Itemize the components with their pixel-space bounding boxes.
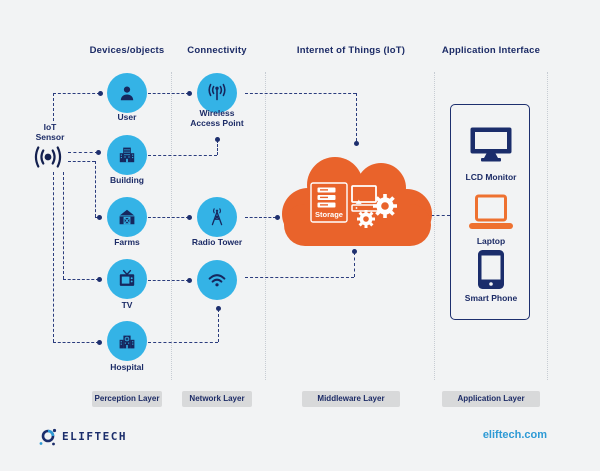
smart-phone-icon bbox=[478, 250, 504, 289]
connector bbox=[148, 280, 189, 281]
application-interface-panel bbox=[450, 104, 530, 320]
laptop-label: Laptop bbox=[476, 236, 506, 246]
lcd-monitor-icon bbox=[470, 127, 512, 162]
header-iot: Internet of Things (IoT) bbox=[296, 45, 406, 56]
connector-dot bbox=[214, 136, 220, 142]
iot-cloud: Storage bbox=[282, 157, 432, 246]
header-connectivity: Connectivity bbox=[187, 45, 247, 56]
connector bbox=[53, 172, 54, 342]
layer-badge-application: Application Layer bbox=[442, 391, 540, 407]
hospital-icon bbox=[119, 335, 135, 349]
connector bbox=[63, 279, 99, 280]
gear-icon-small bbox=[357, 210, 375, 228]
connector bbox=[148, 217, 189, 218]
connector bbox=[245, 93, 356, 94]
connector bbox=[68, 161, 95, 162]
column-separator bbox=[265, 72, 266, 380]
header-application: Application Interface bbox=[441, 45, 541, 56]
connector bbox=[217, 140, 218, 155]
connector-dot bbox=[96, 339, 102, 345]
device-hospital-label: Hospital bbox=[110, 362, 144, 372]
connector bbox=[63, 172, 64, 279]
radio-tower-icon bbox=[211, 208, 223, 226]
storage-label: Storage bbox=[315, 210, 343, 219]
tv-icon bbox=[119, 269, 135, 286]
connector bbox=[68, 152, 98, 153]
device-farms bbox=[107, 197, 147, 237]
eliftech-brand: ELIFTECH bbox=[62, 430, 127, 443]
device-building bbox=[107, 135, 147, 175]
column-separator bbox=[547, 72, 548, 380]
connector bbox=[53, 93, 100, 94]
layer-badge-perception: Perception Layer bbox=[92, 391, 162, 407]
radio-tower-label: Radio Tower bbox=[191, 237, 243, 247]
connector-dot bbox=[95, 149, 101, 155]
connector bbox=[148, 342, 218, 343]
storage-icon: Storage bbox=[310, 182, 348, 223]
layer-badge-middleware: Middleware Layer bbox=[302, 391, 400, 407]
iot-sensor-icon bbox=[34, 146, 62, 168]
eliftech-logo-icon bbox=[39, 428, 57, 446]
connector bbox=[218, 309, 219, 342]
building-icon bbox=[119, 147, 135, 163]
connector bbox=[245, 217, 276, 218]
connector-dot bbox=[97, 90, 103, 96]
connector-dot bbox=[186, 90, 192, 96]
connector-dot bbox=[215, 305, 221, 311]
connector bbox=[53, 93, 54, 121]
eliftech-website-link[interactable]: eliftech.com bbox=[482, 429, 547, 441]
connector bbox=[148, 93, 189, 94]
connector bbox=[245, 277, 354, 278]
connector bbox=[354, 252, 355, 277]
gear-icon-large bbox=[373, 194, 397, 218]
device-tv-label: TV bbox=[121, 300, 133, 310]
connectivity-wifi bbox=[197, 260, 237, 300]
device-building-label: Building bbox=[110, 175, 144, 185]
connector-dot bbox=[186, 214, 192, 220]
device-farms-label: Farms bbox=[114, 237, 140, 247]
connector bbox=[356, 93, 357, 141]
wireless-access-point-icon bbox=[208, 83, 226, 101]
layer-badge-network: Network Layer bbox=[182, 391, 252, 407]
barn-icon bbox=[119, 209, 135, 225]
column-separator bbox=[171, 72, 172, 380]
connectivity-radio-tower bbox=[197, 197, 237, 237]
column-separator bbox=[434, 72, 435, 380]
device-user-label: User bbox=[117, 112, 137, 122]
user-icon bbox=[120, 86, 134, 101]
device-hospital bbox=[107, 321, 147, 361]
connectivity-wireless-access-point bbox=[197, 73, 237, 113]
connector bbox=[95, 161, 96, 217]
connector-dot bbox=[274, 214, 280, 220]
connector-dot bbox=[353, 140, 359, 146]
connector-dot bbox=[96, 214, 102, 220]
connector bbox=[53, 342, 99, 343]
connector-dot bbox=[186, 277, 192, 283]
laptop-icon bbox=[469, 194, 513, 229]
device-tv bbox=[107, 259, 147, 299]
connector-dot bbox=[351, 248, 357, 254]
smart-phone-label: Smart Phone bbox=[464, 293, 518, 303]
device-user bbox=[107, 73, 147, 113]
connector bbox=[148, 155, 217, 156]
lcd-monitor-label: LCD Monitor bbox=[465, 172, 517, 182]
wifi-icon bbox=[208, 274, 226, 287]
connector bbox=[426, 215, 450, 216]
connector-dot bbox=[96, 276, 102, 282]
header-devices: Devices/objects bbox=[89, 45, 165, 56]
